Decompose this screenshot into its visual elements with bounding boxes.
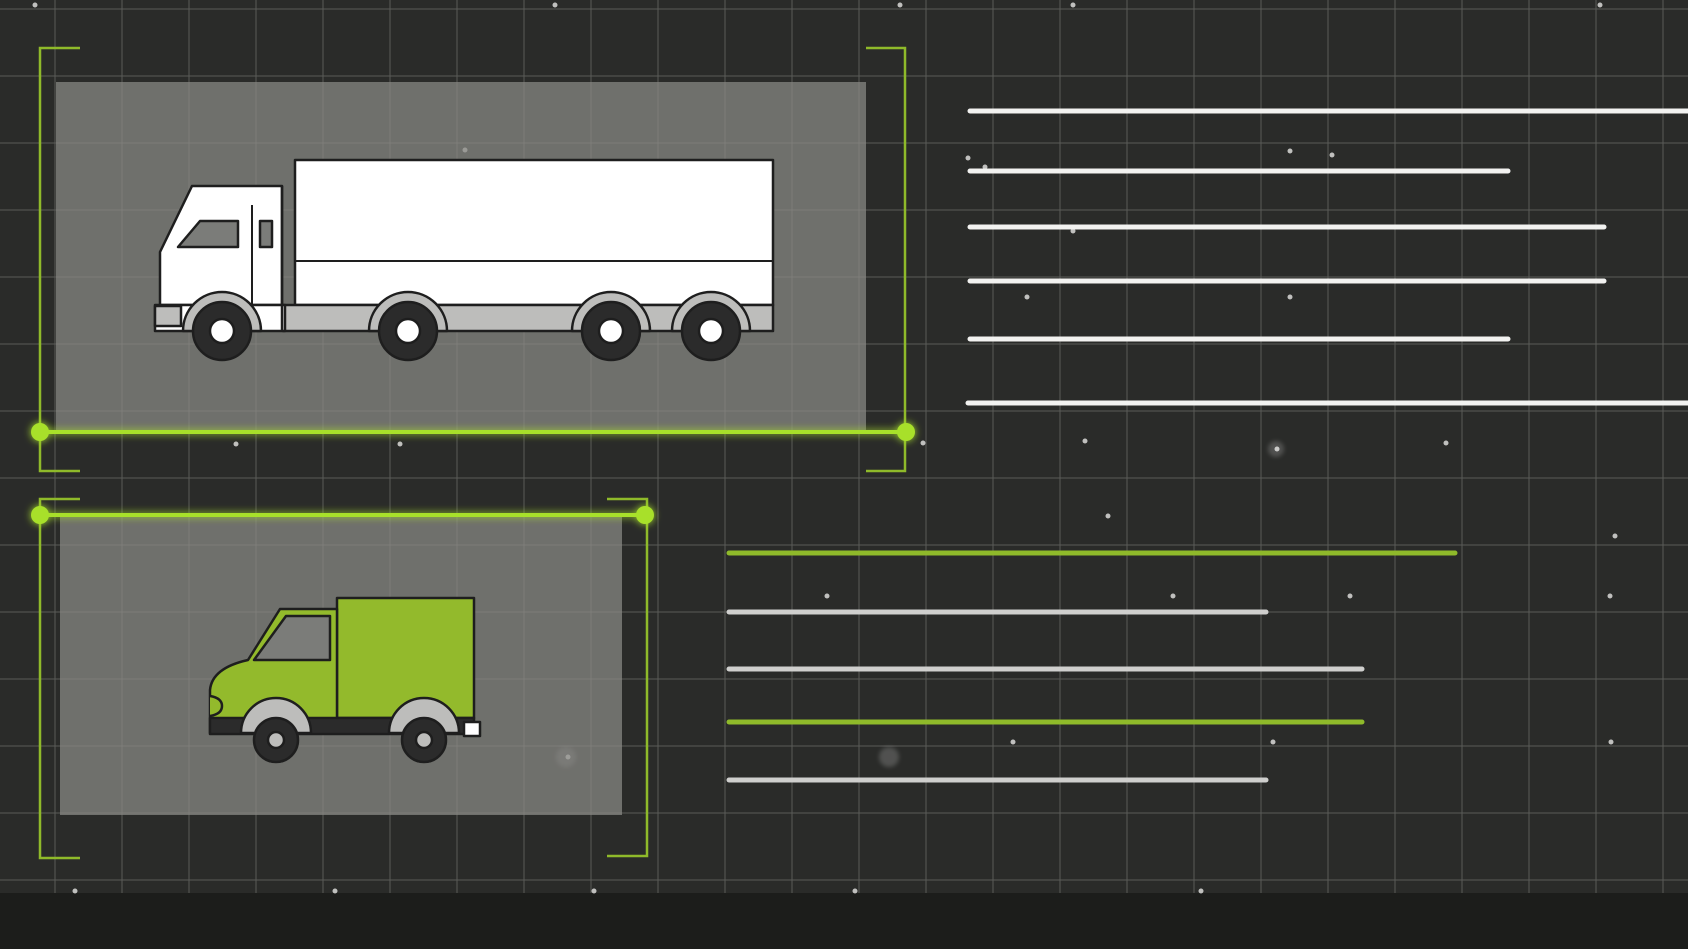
truck-text-lines xyxy=(965,108,1688,406)
sparkle-dot xyxy=(1105,513,1111,519)
van-glow-node-right xyxy=(636,506,654,524)
truck-bracket-top-right xyxy=(866,46,907,473)
truck-glow-line xyxy=(31,423,915,441)
van-wheel-rear xyxy=(387,696,461,764)
sparkle-dot xyxy=(1170,593,1176,599)
sparkle-dot xyxy=(1287,294,1293,300)
van-bracket-left xyxy=(38,497,80,860)
sparkle-dot xyxy=(1597,2,1603,8)
sparkle-dot xyxy=(982,164,988,170)
sparkle-dot xyxy=(1010,739,1016,745)
sparkle-dot xyxy=(1082,438,1088,444)
van-bracket-right xyxy=(607,497,649,858)
van-glow-line xyxy=(31,506,654,524)
sparkle-dot xyxy=(1607,593,1613,599)
sparkle-dot xyxy=(233,441,239,447)
sparkle-dot xyxy=(1329,152,1335,158)
bottom-bar xyxy=(0,893,1688,949)
truck-glow-node-left xyxy=(31,423,49,441)
van-text-lines xyxy=(726,550,1458,783)
sparkle-dot xyxy=(1270,739,1276,745)
sparkle-dot xyxy=(897,2,903,8)
van-glow-node-left xyxy=(31,506,49,524)
sparkle-dot xyxy=(1198,888,1204,894)
truck-wheel-front xyxy=(181,290,263,362)
sparkle-dot xyxy=(1608,739,1614,745)
sparkle-dot xyxy=(332,888,338,894)
bokeh-dot xyxy=(1268,441,1284,457)
truck-panel xyxy=(31,46,915,473)
sparkle-dot xyxy=(965,155,971,161)
truck-wheel-rear-2 xyxy=(670,290,752,362)
truck-bracket-top-left xyxy=(38,46,80,473)
truck-glow-node-right xyxy=(897,423,915,441)
sparkle-dot xyxy=(920,440,926,446)
sparkle-dot xyxy=(1070,228,1076,234)
sparkle-dot xyxy=(1443,440,1449,446)
sparkle-dot xyxy=(1612,533,1618,539)
truck-wheel-rear-1 xyxy=(570,290,652,362)
sparkle-dot xyxy=(824,593,830,599)
sparkle-dot xyxy=(1347,593,1353,599)
bokeh-dot xyxy=(879,747,899,767)
sparkle-dot xyxy=(591,888,597,894)
sparkle-dot xyxy=(72,888,78,894)
sparkle-dot xyxy=(1024,294,1030,300)
sparkle-dot xyxy=(552,2,558,8)
sparkle-dot xyxy=(397,441,403,447)
sparkle-dot xyxy=(1287,148,1293,154)
box-truck-icon xyxy=(153,158,775,362)
sparkle-dot xyxy=(32,2,38,8)
van-panel xyxy=(31,497,654,860)
sparkle-dot xyxy=(1070,2,1076,8)
van-wheel-front xyxy=(239,696,313,764)
sparkle-dot xyxy=(852,888,858,894)
truck-wheel-mid xyxy=(367,290,449,362)
delivery-van-icon xyxy=(208,596,482,764)
